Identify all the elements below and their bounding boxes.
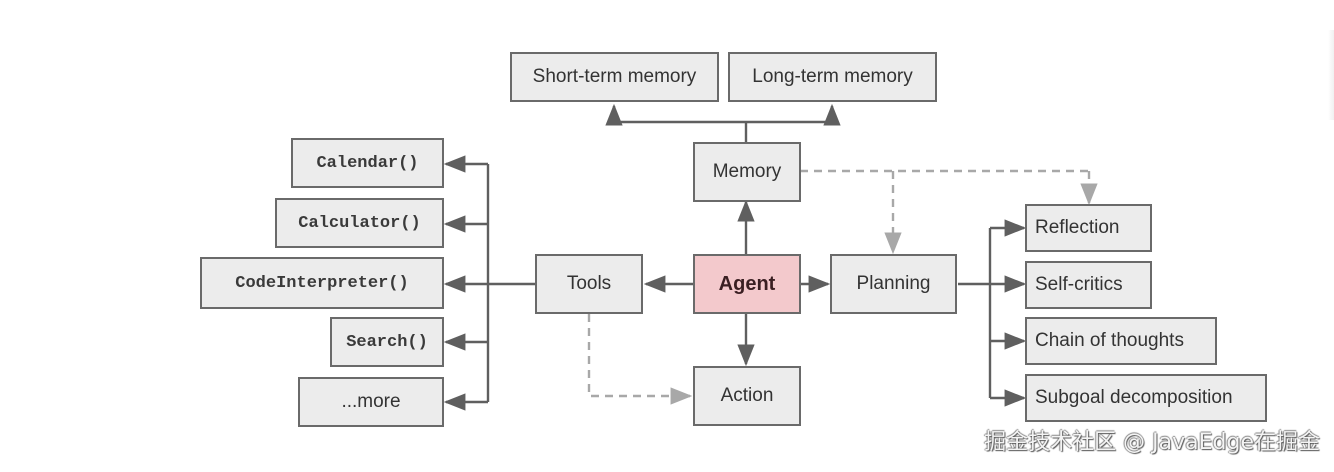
planning-self-critics-node: Self-critics <box>1025 261 1152 309</box>
action-node: Action <box>693 366 801 426</box>
tool-search-node: Search() <box>330 317 444 367</box>
memory-label: Memory <box>712 161 782 182</box>
long-term-memory-label: Long-term memory <box>752 66 913 87</box>
tool-calculator-label: Calculator() <box>298 213 421 233</box>
tool-more-label: ...more <box>341 391 401 412</box>
planning-reflection-node: Reflection <box>1025 204 1152 252</box>
right-edge-shadow <box>1328 30 1334 120</box>
tool-search-label: Search() <box>346 332 428 352</box>
edge-memory-long-term <box>746 103 841 126</box>
watermark: 掘金技术社区 @ JavaEdge在掘金 <box>984 430 1320 455</box>
tool-codeinterpreter-label: CodeInterpreter() <box>235 273 409 293</box>
short-term-memory-node: Short-term memory <box>510 52 719 102</box>
planning-chain-of-thoughts-node: Chain of thoughts <box>1025 317 1217 365</box>
tool-calendar-label: Calendar() <box>316 153 419 173</box>
agent-label: Agent <box>718 272 776 295</box>
tool-calculator-node: Calculator() <box>275 198 444 248</box>
planning-self-critics-label: Self-critics <box>1035 274 1123 295</box>
tool-more-node: ...more <box>298 377 444 427</box>
planning-chain-of-thoughts-label: Chain of thoughts <box>1035 330 1184 351</box>
memory-node: Memory <box>693 142 801 202</box>
planning-node: Planning <box>830 254 957 314</box>
planning-subgoal-label: Subgoal decomposition <box>1035 387 1233 408</box>
tool-calendar-node: Calendar() <box>291 138 444 188</box>
planning-subgoal-node: Subgoal decomposition <box>1025 374 1267 422</box>
tools-label: Tools <box>566 273 612 294</box>
tool-codeinterpreter-node: CodeInterpreter() <box>200 257 444 309</box>
planning-label: Planning <box>856 273 931 294</box>
edge-tools-action-dashed <box>587 314 693 405</box>
planning-reflection-label: Reflection <box>1035 217 1120 238</box>
tools-node: Tools <box>535 254 643 314</box>
short-term-memory-label: Short-term memory <box>532 66 697 87</box>
action-label: Action <box>720 385 774 406</box>
long-term-memory-node: Long-term memory <box>728 52 937 102</box>
edge-memory-short-term <box>605 103 746 126</box>
agent-node: Agent <box>693 254 801 314</box>
